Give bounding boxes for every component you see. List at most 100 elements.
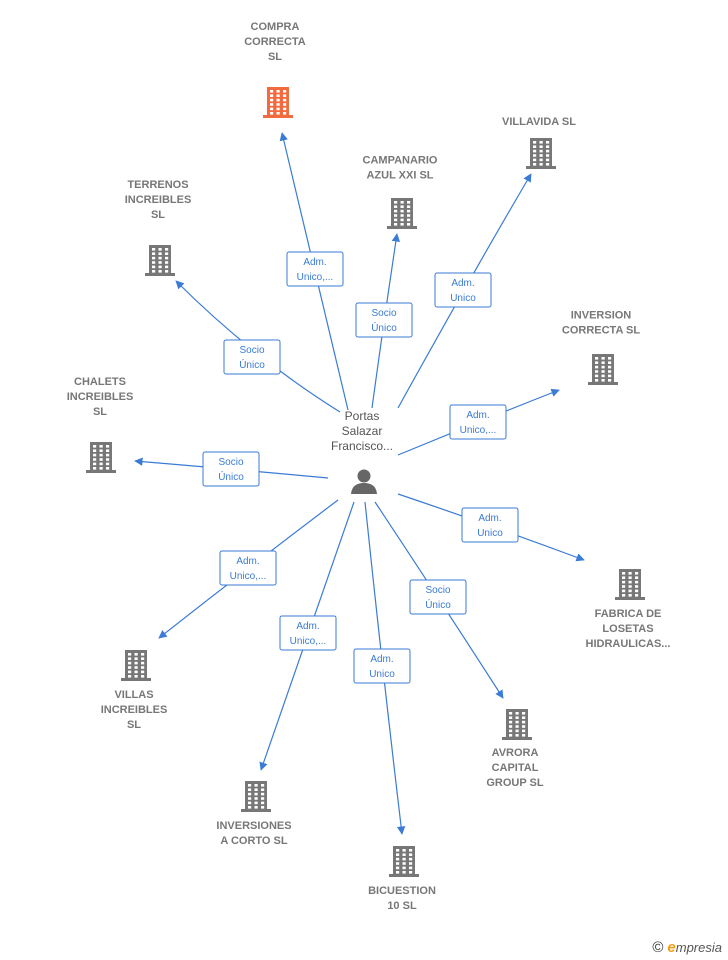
building-window (595, 374, 599, 378)
building-window (261, 801, 265, 805)
building-window (141, 670, 145, 674)
company-villavida-icon[interactable] (526, 138, 556, 169)
company-chalets-icon[interactable] (86, 442, 116, 473)
building-window (270, 112, 274, 115)
building-window (546, 149, 550, 153)
building-window (394, 223, 398, 226)
company-terrenos-label-line: TERRENOS (127, 179, 188, 191)
building-window (158, 270, 162, 273)
building-window (628, 594, 632, 597)
relation-label-villas[interactable]: Adm.Unico,... (219, 550, 277, 586)
building-window (402, 866, 406, 870)
building-window (93, 462, 97, 466)
building-window (509, 720, 513, 724)
building-window (128, 657, 132, 660)
building-window (394, 218, 398, 222)
building-window (134, 675, 138, 678)
building-window (539, 163, 543, 166)
building-window (409, 857, 413, 861)
building-window (509, 725, 513, 728)
building-window (546, 141, 550, 144)
building-window (106, 462, 110, 466)
relation-text-line: Adm. (303, 257, 326, 268)
relation-text-line: Socio (371, 308, 396, 319)
relation-text-line: Único (425, 598, 451, 611)
building-window (152, 270, 156, 273)
building-base (389, 874, 419, 877)
company-compra-label-line: COMPRA (251, 21, 300, 33)
building-window (106, 453, 110, 457)
company-avrora-label-line: AVRORA (492, 747, 539, 759)
building-window (254, 788, 258, 791)
building-window (533, 145, 537, 148)
building-window (141, 661, 145, 665)
building-window (93, 458, 97, 461)
building-window (152, 265, 156, 269)
building-window (546, 163, 550, 166)
company-inversion-icon[interactable] (588, 354, 618, 385)
company-avrora-icon[interactable] (502, 709, 532, 740)
building-window (254, 797, 258, 800)
building-base (241, 809, 271, 812)
relation-label-fabrica[interactable]: Adm.Unico (461, 507, 519, 543)
building-window (134, 661, 138, 665)
relation-label-bicuestion[interactable]: Adm.Unico (353, 648, 411, 684)
building-window (248, 806, 252, 809)
building-window (533, 163, 537, 166)
building-window (254, 792, 258, 796)
relation-label-villavida[interactable]: Adm.Unico (434, 272, 492, 308)
company-inversiones-icon[interactable] (241, 781, 271, 812)
person-icon[interactable] (351, 469, 377, 495)
building-window (407, 205, 411, 208)
building-window (635, 576, 639, 579)
building-window (407, 218, 411, 222)
company-compra-icon[interactable] (263, 87, 293, 118)
building-window (99, 467, 103, 470)
company-fabrica-icon[interactable] (615, 569, 645, 600)
building-window (93, 445, 97, 448)
building-window (522, 725, 526, 728)
building-window (407, 223, 411, 226)
building-window (533, 154, 537, 157)
relation-text-line: Unico,... (290, 636, 327, 647)
building-window (248, 797, 252, 800)
company-bicuestion-icon[interactable] (389, 846, 419, 877)
building-window (601, 374, 605, 378)
building-window (402, 862, 406, 865)
relation-text: Adm.Unico (477, 513, 503, 539)
relation-label-inversiones[interactable]: Adm.Unico,... (279, 615, 337, 651)
relation-box (279, 615, 337, 651)
building-window (394, 214, 398, 217)
company-villas-icon[interactable] (121, 650, 151, 681)
relation-text-line: Único (218, 470, 244, 483)
building-window (407, 201, 411, 204)
relation-box (219, 550, 277, 586)
building-window (509, 716, 513, 719)
company-terrenos-icon[interactable] (145, 245, 175, 276)
building-window (400, 205, 404, 208)
building-window (254, 784, 258, 787)
building-base (526, 166, 556, 169)
building-window (622, 572, 626, 575)
building-window (628, 576, 632, 579)
company-campanario-icon[interactable] (387, 198, 417, 229)
relation-text: Adm.Unico,... (460, 410, 497, 436)
relation-text-line: Único (371, 321, 397, 334)
company-inversion-label-line: CORRECTA SL (562, 325, 641, 337)
building-window (276, 107, 280, 111)
person-head (357, 469, 371, 483)
building-base (502, 737, 532, 740)
relation-label-inversion[interactable]: Adm.Unico,... (449, 404, 507, 440)
relation-label-compra[interactable]: Adm.Unico,... (286, 251, 344, 287)
